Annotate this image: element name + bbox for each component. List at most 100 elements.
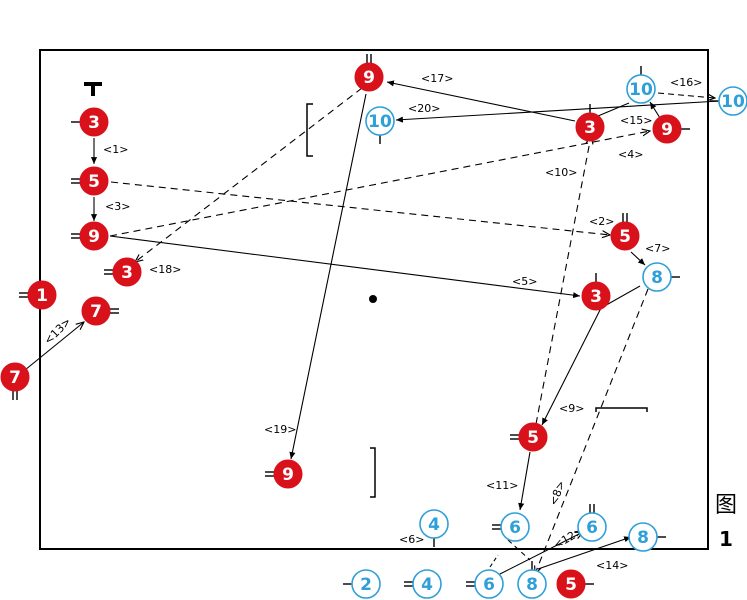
- movement-lines: [24, 80, 721, 576]
- route-14: [537, 536, 632, 570]
- route-11: [518, 451, 531, 511]
- route-12: [497, 532, 583, 576]
- route-20: [395, 100, 721, 123]
- player-disc: [79, 166, 109, 196]
- bar-mark: [595, 407, 648, 412]
- red-player-9: 9: [265, 459, 303, 489]
- blue-player-8: 8: [517, 561, 547, 599]
- red-player-9: 9: [354, 54, 384, 92]
- player-disc: [79, 221, 109, 251]
- route-label-1: <1>: [103, 143, 128, 156]
- blue-player-8: 8: [642, 262, 680, 292]
- route-label-6: <6>: [399, 533, 424, 546]
- red-player-3: 3: [71, 107, 109, 137]
- player-number: 9: [661, 120, 673, 140]
- red-player-7: 7: [0, 362, 30, 400]
- route-label-15: <15>: [620, 114, 652, 127]
- player-number: 9: [88, 227, 100, 247]
- route-label-16: <16>: [670, 76, 702, 89]
- route-4: [109, 131, 650, 237]
- player-disc: [628, 522, 658, 552]
- blue-player-10: 10: [365, 106, 395, 144]
- blue-player-4: 4: [419, 509, 449, 547]
- route-label-17: <17>: [421, 72, 453, 85]
- route-13: [24, 322, 84, 371]
- player-number: 6: [586, 518, 598, 538]
- red-player-3: 3: [104, 257, 142, 287]
- bracket-mark: [370, 447, 376, 498]
- player-disc: [79, 107, 109, 137]
- route-label-3: <3>: [105, 200, 130, 213]
- route-7: [630, 251, 646, 266]
- route-labels: <1> <2> <3> <4> <5> <6> <7> <8> <9> <10>…: [42, 72, 703, 572]
- player-number: 3: [584, 118, 596, 138]
- player-number: 4: [421, 575, 433, 595]
- route-15: [597, 102, 630, 117]
- player-disc: [610, 221, 640, 251]
- player-disc: [419, 509, 449, 539]
- player-number: 3: [121, 263, 133, 283]
- blue-player-6: 6: [466, 569, 504, 599]
- route-label-18: <18>: [149, 263, 181, 276]
- red-player-9: 9: [71, 221, 109, 251]
- player-disc: [351, 569, 381, 599]
- player-number: 9: [363, 68, 375, 88]
- player-disc: [575, 112, 605, 142]
- route-label-4: <4>: [618, 148, 643, 161]
- route-19: [289, 93, 367, 460]
- route-2: [110, 181, 610, 235]
- blue-player-8: 8: [628, 522, 666, 552]
- player-number: 8: [637, 528, 649, 548]
- blue-player-10: 10: [710, 86, 747, 116]
- red-player-5: 5: [556, 569, 594, 599]
- route-label-19: <19>: [264, 423, 296, 436]
- route-label-2: <2>: [589, 215, 614, 228]
- figure-caption-number: 1: [719, 527, 733, 551]
- route-10: [535, 136, 591, 425]
- bracket-mark: [306, 103, 313, 157]
- route-label-8: <8>: [547, 479, 568, 507]
- player-disc: [0, 362, 30, 392]
- red-player-3: 3: [575, 104, 605, 142]
- player-number: 3: [590, 287, 602, 307]
- blue-player-6: 6: [492, 512, 530, 542]
- route-extra-dash: [507, 539, 531, 561]
- player-number: 3: [88, 113, 100, 133]
- player-number: 6: [483, 575, 495, 595]
- court-center-dot: [369, 295, 377, 303]
- route-17: [386, 80, 576, 122]
- player-number: 7: [9, 368, 21, 388]
- red-player-5: 5: [510, 422, 548, 452]
- player-number: 6: [509, 518, 521, 538]
- route-8: [535, 288, 649, 574]
- player-number: 10: [721, 92, 745, 112]
- player-disc: [112, 257, 142, 287]
- player-number: 5: [619, 227, 631, 247]
- player-disc: [354, 62, 384, 92]
- player-number: 5: [88, 172, 100, 192]
- blue-player-4: 4: [404, 569, 442, 599]
- player-number: 9: [282, 465, 294, 485]
- route-label-13: <13>: [42, 315, 74, 347]
- red-player-5: 5: [71, 166, 109, 196]
- player-number: 4: [428, 515, 440, 535]
- player-number: 10: [368, 112, 392, 132]
- player-disc: [500, 512, 530, 542]
- route-18: [135, 87, 363, 262]
- red-player-3: 3: [581, 273, 611, 311]
- route-9b: [541, 307, 602, 426]
- player-disc: [273, 459, 303, 489]
- player-disc: [626, 74, 656, 104]
- blue-player-10: 10: [626, 66, 656, 104]
- route-label-14: <14>: [596, 559, 628, 572]
- route-label-20: <20>: [408, 102, 440, 115]
- player-disc: [81, 296, 111, 326]
- player-number: 1: [36, 286, 48, 306]
- player-disc: [652, 114, 682, 144]
- player-number: 2: [360, 575, 372, 595]
- player-disc: [517, 569, 547, 599]
- route-extra-dash2: [489, 554, 499, 568]
- route-5: [109, 235, 581, 299]
